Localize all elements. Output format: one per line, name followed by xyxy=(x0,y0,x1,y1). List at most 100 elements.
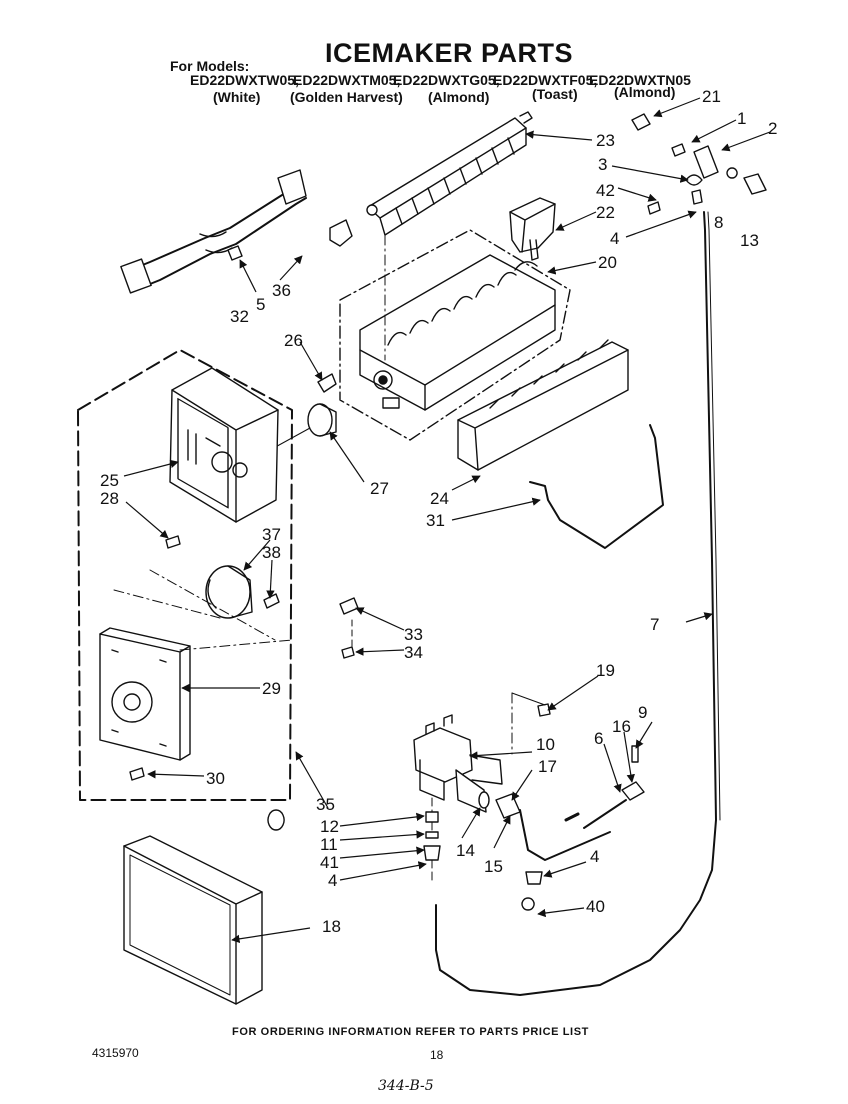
clip-part xyxy=(339,597,359,615)
callout-23: 23 xyxy=(596,131,615,150)
callout-1: 1 xyxy=(737,109,746,128)
callout-33: 33 xyxy=(404,625,423,644)
callout-5: 5 xyxy=(256,295,265,314)
callout-36: 36 xyxy=(272,281,291,300)
washer-part xyxy=(726,167,738,179)
callout-22: 22 xyxy=(596,203,615,222)
model-color: (Golden Harvest) xyxy=(290,89,403,105)
page-number: 18 xyxy=(430,1048,444,1062)
callout-10: 10 xyxy=(536,735,555,754)
callout-11: 11 xyxy=(320,835,338,854)
model-code: ED22DWXTM05, xyxy=(293,72,401,88)
callout-42: 42 xyxy=(596,181,615,200)
grommet-part xyxy=(525,871,543,885)
shield-part xyxy=(457,339,629,471)
callout-19: 19 xyxy=(596,661,615,680)
callout-31: 31 xyxy=(426,511,445,530)
callout-41: 41 xyxy=(320,853,339,872)
callout-18: 18 xyxy=(322,917,341,936)
ejector-comb-part xyxy=(366,111,533,236)
model-color: (Almond) xyxy=(614,84,676,100)
wiring-harness-part xyxy=(120,169,307,294)
callout-8: 8 xyxy=(714,213,723,232)
washer-part xyxy=(478,791,490,809)
control-module-outline xyxy=(77,349,293,801)
callout-40: 40 xyxy=(586,897,605,916)
water-tube-part xyxy=(435,211,717,996)
motor-assembly-part xyxy=(169,367,279,523)
page-title: ICEMAKER PARTS xyxy=(325,38,574,68)
model-code: ED22DWXTW05, xyxy=(190,72,299,88)
callout-4: 4 xyxy=(328,871,337,890)
callout-16: 16 xyxy=(612,717,631,736)
mold-assembly-outline xyxy=(339,229,571,441)
motor-part xyxy=(205,565,253,619)
screw-part xyxy=(227,245,243,261)
nut-part xyxy=(521,897,535,911)
callout-9: 9 xyxy=(638,703,647,722)
nut-part xyxy=(743,173,767,195)
clip-part xyxy=(317,373,337,393)
insert-part xyxy=(691,189,703,205)
washer-part xyxy=(425,831,439,839)
callout-24: 24 xyxy=(430,489,449,508)
insert-part xyxy=(423,845,441,861)
handwritten-note: 344-B-5 xyxy=(378,1078,434,1094)
callout-21: 21 xyxy=(702,87,721,106)
model-code: ED22DWXTN05 xyxy=(589,72,691,88)
screw-part xyxy=(341,646,355,659)
module-housing-part xyxy=(99,627,191,761)
callout-27: 27 xyxy=(370,479,389,498)
callout-13: 13 xyxy=(740,231,759,250)
callout-37: 37 xyxy=(262,525,281,544)
ordering-note: FOR ORDERING INFORMATION REFER TO PARTS … xyxy=(232,1026,589,1038)
callout-30: 30 xyxy=(206,769,225,788)
screw-part xyxy=(631,745,639,763)
model-code: ED22DWXTF05, xyxy=(493,72,598,88)
callout-12: 12 xyxy=(320,817,339,836)
model-color: (White) xyxy=(213,89,261,105)
callout-25: 25 xyxy=(100,471,119,490)
callout-38: 38 xyxy=(262,543,281,562)
nut-part xyxy=(495,793,521,819)
callout-2: 2 xyxy=(768,119,777,138)
callout-32: 32 xyxy=(230,307,249,326)
screw-part xyxy=(671,143,686,157)
callout-6: 6 xyxy=(594,729,603,748)
filter-panel-part xyxy=(123,835,263,1005)
grommet-part xyxy=(685,174,703,186)
screw-part xyxy=(165,535,181,549)
callout-29: 29 xyxy=(262,679,281,698)
ice-mold-part xyxy=(359,254,556,411)
part-number: 4315970 xyxy=(92,1046,139,1060)
shutoff-arm-part xyxy=(529,424,664,549)
screw-part xyxy=(129,767,145,781)
callout-34: 34 xyxy=(404,643,423,662)
model-color: (Toast) xyxy=(532,86,578,102)
screw-part xyxy=(647,201,661,215)
wire-part xyxy=(583,799,627,829)
nut-part xyxy=(425,811,439,823)
fitting-part xyxy=(519,809,611,861)
callout-3: 3 xyxy=(598,155,607,174)
callout-7: 7 xyxy=(650,615,659,634)
callout-26: 26 xyxy=(284,331,303,350)
callout-35: 35 xyxy=(316,795,335,814)
clamp-part xyxy=(631,113,651,131)
model-color: (Almond) xyxy=(428,89,490,105)
fill-cup-part xyxy=(509,197,556,261)
model-code: ED22DWXTG05, xyxy=(393,72,500,88)
callout-28: 28 xyxy=(100,489,119,508)
cap-part xyxy=(267,809,285,831)
callout-17: 17 xyxy=(538,757,557,776)
thermostat-part xyxy=(269,403,337,451)
for-models-label: For Models: xyxy=(170,58,250,74)
terminal-part xyxy=(621,781,645,801)
callout-4: 4 xyxy=(590,847,599,866)
tube-nut-part xyxy=(693,145,719,179)
callout-4: 4 xyxy=(610,229,619,248)
callout-15: 15 xyxy=(484,857,503,876)
clip-part xyxy=(329,219,353,247)
callout-14: 14 xyxy=(456,841,475,860)
